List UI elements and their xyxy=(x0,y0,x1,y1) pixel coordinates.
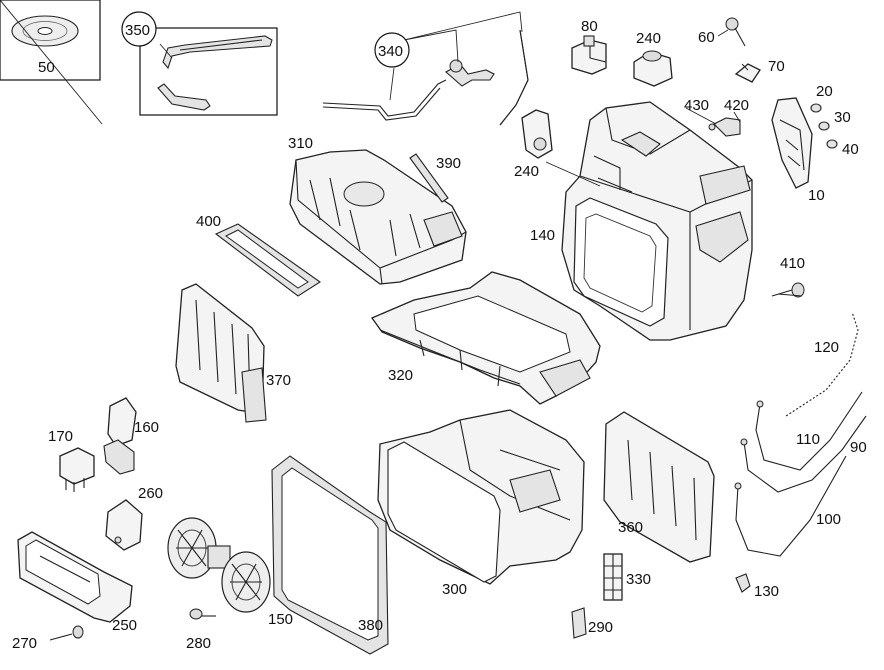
part-170-relay[interactable] xyxy=(59,447,95,492)
label-370: 370 xyxy=(266,372,291,389)
part-370-flap-plate[interactable] xyxy=(175,283,267,423)
label-320: 320 xyxy=(388,367,413,384)
label-340: 340 xyxy=(378,43,403,60)
part-400-gasket[interactable] xyxy=(214,223,321,297)
label-40: 40 xyxy=(842,141,859,158)
part-330-filter[interactable] xyxy=(603,553,623,601)
part-380-gasket[interactable] xyxy=(271,455,389,655)
parts-20-30-40-knobs[interactable] xyxy=(810,103,838,149)
part-310-upper-housing[interactable] xyxy=(289,149,467,285)
label-290: 290 xyxy=(588,619,613,636)
part-120-hose[interactable] xyxy=(785,311,860,418)
leader-lines xyxy=(0,0,803,297)
part-360-flap-plate[interactable] xyxy=(603,411,715,563)
part-250-intake[interactable] xyxy=(17,531,133,623)
part-320-frame[interactable] xyxy=(371,271,601,405)
label-70: 70 xyxy=(768,58,785,75)
part-350-seals[interactable] xyxy=(139,27,278,116)
label-380: 380 xyxy=(358,617,383,634)
label-60: 60 xyxy=(698,29,715,46)
part-140-main-housing[interactable] xyxy=(561,101,753,341)
label-240-top: 240 xyxy=(636,30,661,47)
label-410: 410 xyxy=(780,255,805,272)
label-300: 300 xyxy=(442,581,467,598)
part-70-clip[interactable] xyxy=(734,63,761,83)
label-260: 260 xyxy=(138,485,163,502)
part-390-seal-strip[interactable] xyxy=(409,153,449,203)
label-90: 90 xyxy=(850,439,867,456)
label-310: 310 xyxy=(288,135,313,152)
label-160: 160 xyxy=(134,419,159,436)
part-130-clip[interactable] xyxy=(735,573,751,593)
label-360: 360 xyxy=(618,519,643,536)
label-150: 150 xyxy=(268,611,293,628)
part-270-screw[interactable] xyxy=(49,625,84,641)
callout-labels: 50 350 340 80 240 60 70 20 430 420 30 40… xyxy=(12,11,867,652)
part-150-blower-motor[interactable] xyxy=(167,517,271,613)
label-110: 110 xyxy=(796,431,820,448)
label-100: 100 xyxy=(816,511,841,528)
label-280: 280 xyxy=(186,635,211,652)
part-50-disc[interactable] xyxy=(0,0,101,81)
label-240: 240 xyxy=(514,163,539,180)
label-130: 130 xyxy=(754,583,779,600)
label-270: 270 xyxy=(12,635,37,652)
part-410-screw[interactable] xyxy=(771,282,805,298)
part-280-screw[interactable] xyxy=(189,608,216,620)
label-30: 30 xyxy=(834,109,851,126)
label-420: 420 xyxy=(724,97,749,114)
label-50: 50 xyxy=(38,59,55,76)
label-10: 10 xyxy=(808,187,825,204)
part-240-actuator[interactable] xyxy=(521,109,553,159)
label-20: 20 xyxy=(816,83,833,100)
label-430: 430 xyxy=(684,97,709,114)
part-260-module[interactable] xyxy=(105,499,143,551)
callout-circle-340 xyxy=(374,32,410,68)
label-350: 350 xyxy=(125,22,150,39)
label-250: 250 xyxy=(112,617,137,634)
part-420-control-module[interactable] xyxy=(771,97,813,189)
label-390: 390 xyxy=(436,155,461,172)
label-80: 80 xyxy=(581,18,598,35)
label-120: 120 xyxy=(814,339,839,356)
part-300-lower-housing[interactable] xyxy=(377,409,585,585)
label-330: 330 xyxy=(626,571,651,588)
part-80-connector[interactable] xyxy=(571,35,607,75)
part-60-screw[interactable] xyxy=(725,17,746,47)
label-170: 170 xyxy=(48,428,73,445)
label-400: 400 xyxy=(196,213,221,230)
callout-circle-350 xyxy=(121,11,157,47)
part-290-clip[interactable] xyxy=(571,607,587,639)
part-340-cables[interactable] xyxy=(322,29,529,126)
parts-90-100-110-cables[interactable] xyxy=(734,391,867,557)
part-160-resistor[interactable] xyxy=(103,397,137,475)
part-430-sensor[interactable] xyxy=(708,117,741,137)
part-240-actuator-top[interactable] xyxy=(633,50,673,87)
label-140: 140 xyxy=(530,227,555,244)
